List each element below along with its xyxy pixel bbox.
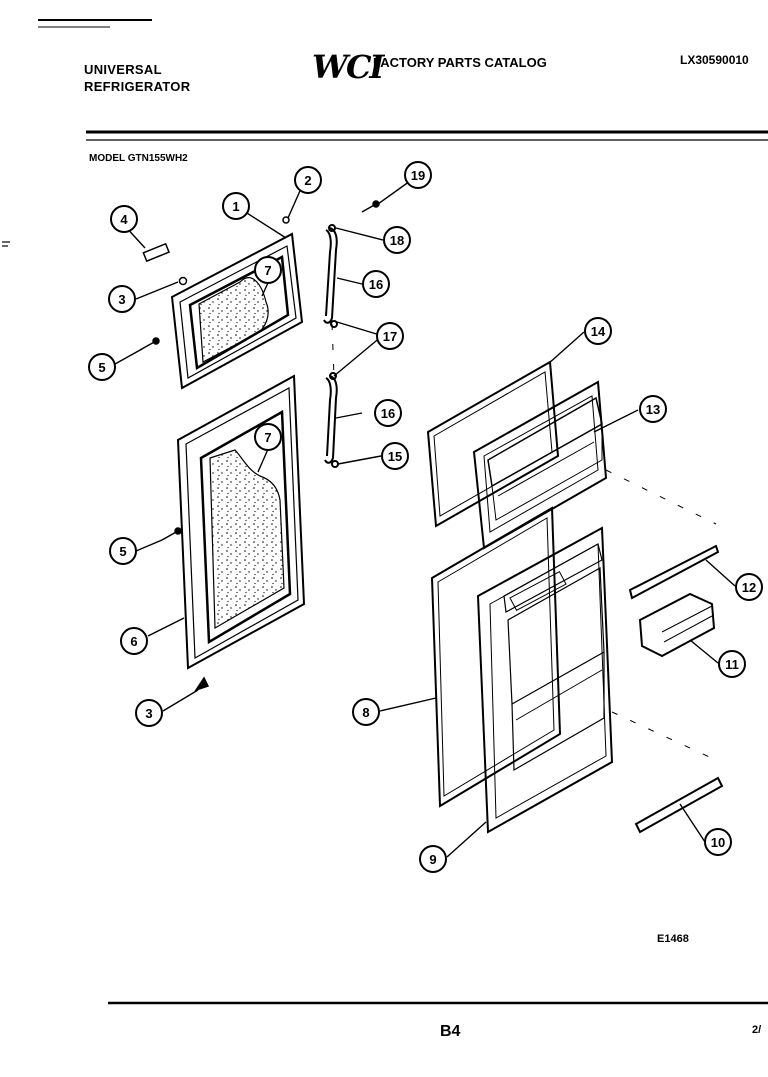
svg-text:3: 3: [118, 292, 125, 307]
freezer-gasket: [426, 360, 560, 528]
callout-16: 16: [362, 270, 390, 298]
svg-text:11: 11: [725, 657, 739, 672]
svg-text:10: 10: [711, 835, 725, 850]
svg-text:4: 4: [120, 212, 128, 227]
freezer-liner: [472, 380, 608, 550]
callout-12: 12: [735, 573, 763, 601]
callout-7: 7: [254, 256, 282, 284]
freezer-insulation: [198, 277, 269, 363]
svg-text:3: 3: [145, 706, 152, 721]
callout-14: 14: [584, 317, 612, 345]
callouts: 1 2 3 3 4 5 5 6 7 7 8 9 10 11 12 13 14 1…: [88, 161, 763, 873]
callout-1: 1: [222, 192, 250, 220]
svg-text:7: 7: [264, 263, 271, 278]
svg-text:12: 12: [742, 580, 756, 595]
model-label: MODEL GTN155WH2: [89, 153, 188, 164]
svg-text:16: 16: [369, 277, 383, 292]
svg-text:16: 16: [381, 406, 395, 421]
reference-code: E1468: [657, 933, 689, 945]
callout-11: 11: [718, 650, 746, 678]
svg-text:6: 6: [130, 634, 137, 649]
svg-text:18: 18: [390, 233, 404, 248]
shelf-parts: [628, 544, 724, 834]
svg-text:17: 17: [383, 329, 397, 344]
callout-3: 3: [108, 285, 136, 313]
brand-line-1: UNIVERSAL: [84, 62, 162, 77]
catalog-id: LX30590010: [680, 53, 749, 67]
fresh-food-insulation: [209, 449, 285, 630]
callout-17: 17: [376, 322, 404, 350]
callout-2: 2: [294, 166, 322, 194]
hardware: [139, 200, 380, 692]
callout-18: 18: [383, 226, 411, 254]
page-id: B4: [440, 1023, 461, 1040]
svg-text:9: 9: [429, 852, 436, 867]
svg-text:2: 2: [304, 173, 311, 188]
upper-handle: [323, 224, 338, 328]
lower-handle: [324, 372, 339, 468]
fresh-food-door: [176, 374, 306, 670]
svg-text:5: 5: [98, 360, 105, 375]
callout-16: 16: [374, 399, 402, 427]
fresh-food-liner: [476, 526, 614, 834]
callout-15: 15: [381, 442, 409, 470]
callout-8: 8: [352, 698, 380, 726]
svg-text:1: 1: [232, 199, 239, 214]
callout-13: 13: [639, 395, 667, 423]
callout-10: 10: [704, 828, 732, 856]
callout-9: 9: [419, 845, 447, 873]
callout-4: 4: [110, 205, 138, 233]
callout-5: 5: [88, 353, 116, 381]
fresh-food-gasket: [430, 506, 562, 808]
callout-19: 19: [404, 161, 432, 189]
callout-7: 7: [254, 423, 282, 451]
freezer-door: [170, 232, 304, 390]
svg-text:8: 8: [362, 705, 369, 720]
callout-6: 6: [120, 627, 148, 655]
callout-5: 5: [109, 537, 137, 565]
catalog-title: FACTORY PARTS CATALOG: [373, 55, 547, 70]
svg-text:5: 5: [119, 544, 126, 559]
edge-marks: [2, 241, 10, 247]
wci-logo: WCI: [312, 48, 384, 86]
leader-lines: [114, 175, 736, 858]
sheet-mark: 2/: [752, 1024, 762, 1036]
callout-3: 3: [135, 699, 163, 727]
svg-text:19: 19: [411, 168, 425, 183]
brand-line-2: REFRIGERATOR: [84, 79, 191, 94]
svg-text:13: 13: [646, 402, 660, 417]
guide-lines: [331, 323, 717, 761]
svg-text:7: 7: [264, 430, 271, 445]
svg-text:14: 14: [591, 324, 606, 339]
svg-text:15: 15: [388, 449, 402, 464]
